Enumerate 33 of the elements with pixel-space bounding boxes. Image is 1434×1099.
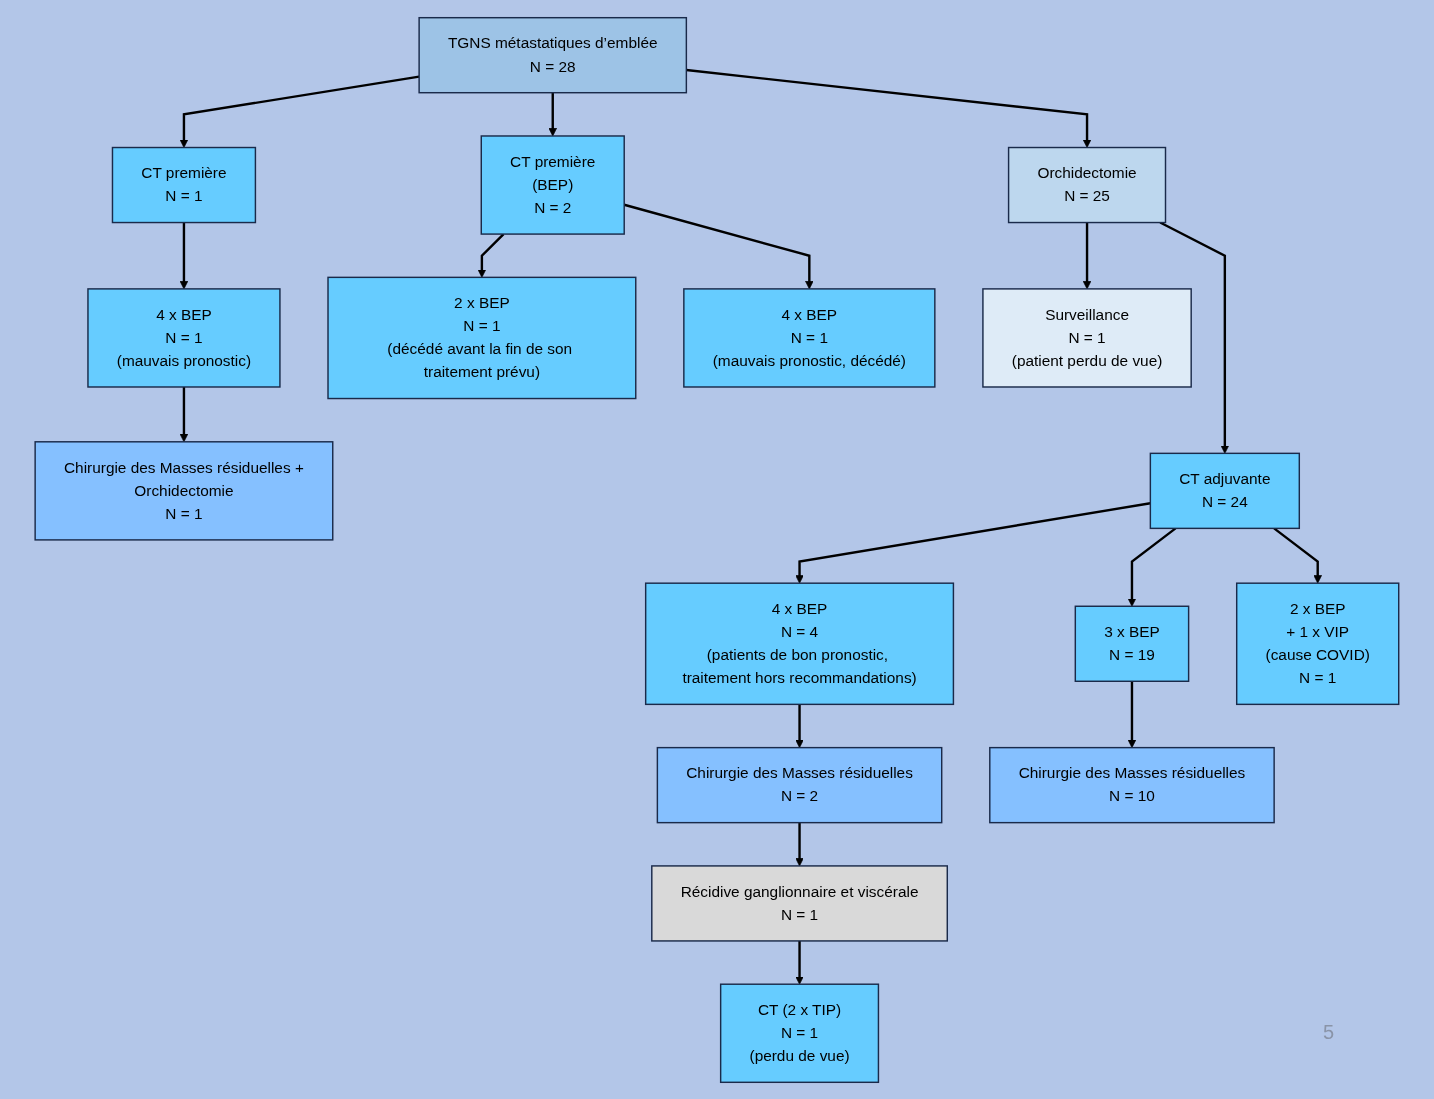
arrow (179, 74, 420, 148)
arrow (1127, 680, 1137, 748)
arrow (1159, 220, 1230, 454)
arrow (179, 222, 189, 289)
arrow (1273, 526, 1322, 584)
node-box: 2 x BEP + 1 x VIP (cause COVID) N = 1 (1236, 581, 1400, 705)
node-box: CT adjuvante N = 24 (1149, 452, 1301, 529)
node-box: Surveillance N = 1 (patient perdu de vue) (982, 287, 1192, 388)
arrow (795, 501, 1151, 584)
arrow (1082, 222, 1092, 289)
node-box: CT première N = 1 (111, 146, 257, 223)
node-box: Orchidectomie N = 25 (1007, 146, 1167, 223)
node-box: 2 x BEP N = 1 (décédé avant la fin de son traitement prévu) (327, 276, 637, 399)
node-box: Chirurgie des Masses résiduelles + Orchidectomie N = 1 (34, 440, 334, 541)
node-box: 3 x BEP N = 19 (1074, 605, 1190, 682)
arrow (179, 386, 189, 442)
node-box: CT (2 x TIP) N = 1 (perdu de vue) (720, 983, 880, 1083)
node-box: 4 x BEP N = 1 (mauvais pronostic) (87, 287, 281, 388)
node-box: 4 x BEP N = 1 (mauvais pronostic, décédé) (683, 287, 936, 388)
page-number: 5 (1322, 1021, 1334, 1044)
arrow (1127, 526, 1177, 607)
node-box: Chirurgie des Masses résiduelles N = 2 (656, 746, 943, 823)
arrow (795, 940, 804, 985)
node-box: CT première (BEP) N = 2 (480, 134, 625, 235)
node-box: TGNS métastatiques d’emblée N = 28 (418, 16, 688, 93)
arrow (795, 703, 804, 748)
arrow (477, 232, 505, 278)
node-box: Chirurgie des Masses résiduelles N = 10 (989, 746, 1275, 823)
arrow (795, 822, 804, 866)
node-box: Récidive ganglionnaire et viscérale N = 1 (651, 864, 949, 942)
arrow (686, 68, 1092, 148)
node-box: 4 x BEP N = 4 (patients de bon pronostic, traitement hors recommandations) (645, 581, 955, 705)
arrow (548, 92, 558, 136)
